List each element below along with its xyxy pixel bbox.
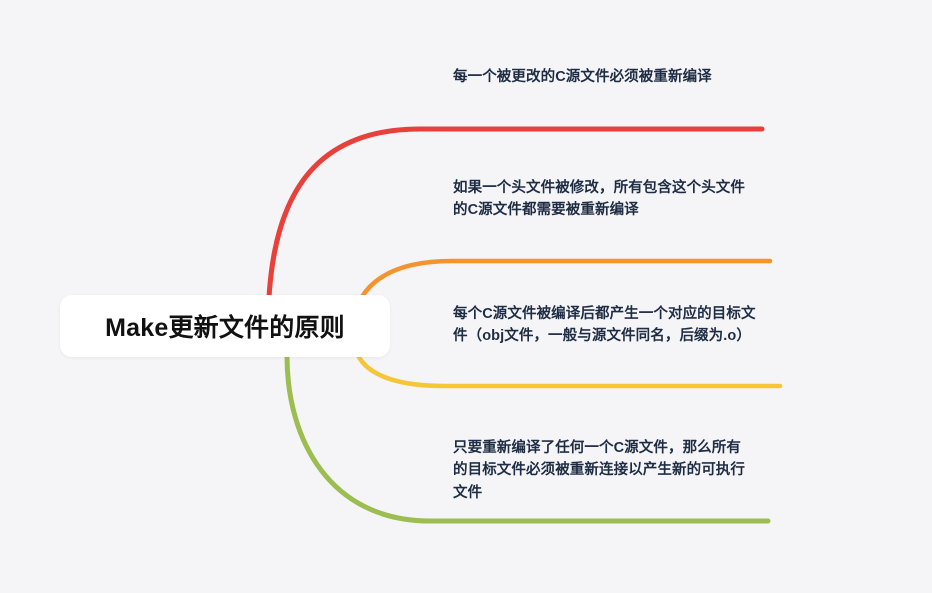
branch-topic-1-label: 每一个被更改的C源文件必须被重新编译 bbox=[453, 69, 712, 85]
branch-topic-4[interactable]: 只要重新编译了任何一个C源文件，那么所有的目标文件必须被重新连接以产生新的可执行… bbox=[453, 437, 753, 504]
root-node-label: Make更新文件的原则 bbox=[105, 314, 345, 342]
branch-line-3[interactable] bbox=[353, 343, 783, 389]
branch-topic-3-label: 每个C源文件被编译后都产生一个对应的目标文件（obj文件，一般与源文件同名，后缀… bbox=[453, 306, 756, 345]
root-node[interactable]: Make更新文件的原则 bbox=[60, 295, 390, 357]
branch-topic-2[interactable]: 如果一个头文件被修改，所有包含这个头文件的C源文件都需要被重新编译 bbox=[453, 177, 755, 222]
branch-topic-2-label: 如果一个头文件被修改，所有包含这个头文件的C源文件都需要被重新编译 bbox=[453, 180, 745, 219]
branch-topic-3[interactable]: 每个C源文件被编译后都产生一个对应的目标文件（obj文件，一般与源文件同名，后缀… bbox=[453, 303, 761, 348]
branch-topic-4-label: 只要重新编译了任何一个C源文件，那么所有的目标文件必须被重新连接以产生新的可执行… bbox=[453, 440, 745, 501]
branch-topic-1[interactable]: 每一个被更改的C源文件必须被重新编译 bbox=[453, 66, 753, 88]
